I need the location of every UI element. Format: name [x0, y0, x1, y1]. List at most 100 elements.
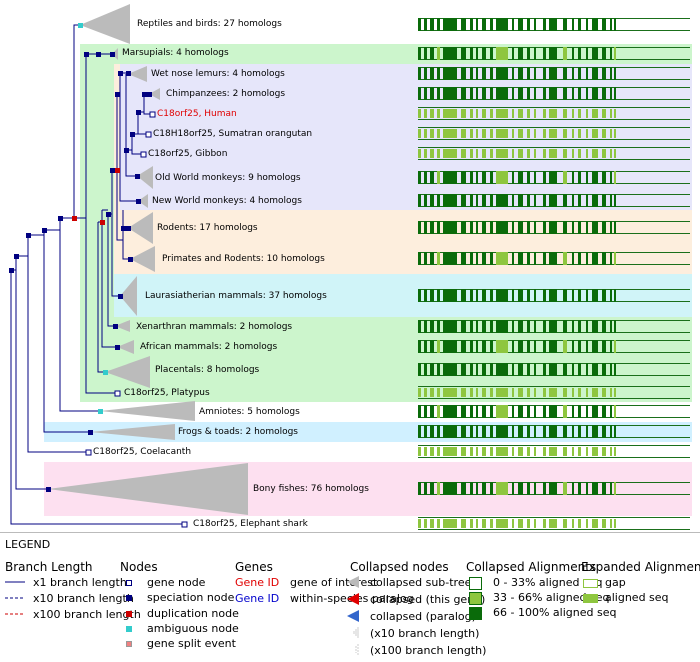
alignment-block [424, 47, 427, 60]
node-label[interactable]: Frogs & toads: 2 homologs [178, 427, 298, 437]
alignment-block [470, 221, 473, 234]
node-label[interactable]: Marsupials: 4 homologs [122, 48, 229, 58]
node-label[interactable]: Wet nose lemurs: 4 homologs [151, 69, 285, 79]
alignment-block [424, 519, 427, 528]
alignment-block [461, 340, 466, 353]
alignment-block [430, 149, 434, 158]
node-label[interactable]: Placentals: 8 homologs [155, 365, 260, 375]
alignment-block [614, 109, 616, 118]
alignment-block [592, 425, 598, 438]
alignment-block [443, 47, 457, 60]
alignment-block [592, 388, 598, 397]
alignment-block [592, 447, 598, 456]
alignment-block [437, 425, 440, 438]
alignment-block [512, 388, 514, 397]
alignment-track [418, 320, 690, 333]
alignment-frame [418, 107, 690, 120]
alignment-block [424, 425, 427, 438]
align-0-33-icon [469, 577, 482, 590]
node-label[interactable]: C18orf25, Elephant shark [193, 519, 308, 529]
alignment-block [586, 340, 588, 353]
node-label[interactable]: Primates and Rodents: 10 homologs [162, 254, 325, 264]
alignment-block [563, 18, 567, 31]
alignment-block [496, 425, 508, 438]
node-label[interactable]: Laurasiatherian mammals: 37 homologs [145, 291, 327, 301]
alignment-block [592, 67, 598, 80]
alignment-block [610, 405, 612, 418]
node-label[interactable]: Rodents: 17 homologs [157, 223, 258, 233]
alignment-block [586, 519, 588, 528]
node-label[interactable]: Xenarthran mammals: 2 homologs [136, 322, 293, 332]
alignment-block [482, 519, 486, 528]
alignment-block [610, 87, 612, 100]
alignment-block [572, 425, 574, 438]
alignment-block [572, 252, 574, 265]
alignment-track [418, 252, 690, 265]
node-label[interactable]: C18orf25, Coelacanth [93, 447, 192, 457]
alignment-block [512, 171, 514, 184]
alignment-frame [418, 386, 690, 399]
node-label[interactable]: Reptiles and birds: 27 homologs [137, 19, 282, 29]
alignment-block [527, 340, 530, 353]
alignment-block [527, 18, 530, 31]
node-label[interactable]: Chimpanzees: 2 homologs [166, 89, 286, 99]
alignment-block [563, 425, 567, 438]
alignment-block [437, 320, 440, 333]
alignment-block [443, 252, 457, 265]
node-label[interactable]: C18orf25, Platypus [124, 388, 210, 398]
alignment-block [563, 482, 567, 495]
node-label[interactable]: Old World monkeys: 9 homologs [155, 173, 301, 183]
alignment-block [518, 363, 523, 376]
node-label[interactable]: C18orf25, Gibbon [148, 149, 228, 159]
node-label[interactable]: Amniotes: 5 homologs [199, 407, 300, 417]
alignment-block [610, 425, 612, 438]
node-label[interactable]: New World monkeys: 4 homologs [152, 196, 302, 206]
alignment-block [543, 171, 546, 184]
alignment-block [534, 221, 536, 234]
alignment-block [614, 482, 616, 495]
alignment-block [534, 405, 536, 418]
alignment-block [614, 340, 616, 353]
alignment-block [586, 87, 588, 100]
node-label[interactable]: African mammals: 2 homologs [140, 342, 278, 352]
alignment-block [534, 482, 536, 495]
alignment-block [443, 447, 457, 456]
alignment-block [418, 149, 421, 158]
alignment-block [490, 67, 493, 80]
alignment-block [443, 194, 457, 207]
alignment-block [543, 47, 546, 60]
alignment-block [586, 18, 588, 31]
alignment-block [461, 425, 466, 438]
alignment-block [534, 519, 536, 528]
alignment-block [482, 388, 486, 397]
alignment-block [437, 519, 440, 528]
duplication-node-icon [126, 611, 132, 617]
alignment-block [437, 363, 440, 376]
alignment-block [586, 47, 588, 60]
alignment-block [549, 67, 557, 80]
alignment-block [592, 109, 598, 118]
alignment-block [586, 363, 588, 376]
alignment-block [527, 447, 530, 456]
alignment-block [512, 363, 514, 376]
alignment-block [496, 340, 508, 353]
alignment-block [430, 447, 434, 456]
alignment-block [563, 47, 567, 60]
node-label[interactable]: C18H18orf25, Sumatran orangutan [153, 129, 313, 139]
alignment-block [496, 388, 508, 397]
alignment-block [543, 405, 546, 418]
node-label[interactable]: Bony fishes: 76 homologs [253, 484, 369, 494]
alignment-block [614, 405, 616, 418]
alignment-block [549, 149, 557, 158]
alignment-block [572, 447, 574, 456]
gene-of-interest-label[interactable]: C18orf25, Human [157, 109, 237, 119]
legend-nodes-heading: Nodes [120, 560, 158, 574]
alignment-block [476, 18, 478, 31]
alignment-block [549, 221, 557, 234]
alignment-block [572, 405, 574, 418]
alignment-block [586, 320, 588, 333]
alignment-block [610, 149, 612, 158]
alignment-block [602, 320, 606, 333]
alignment-block [610, 109, 612, 118]
alignment-block [602, 482, 606, 495]
